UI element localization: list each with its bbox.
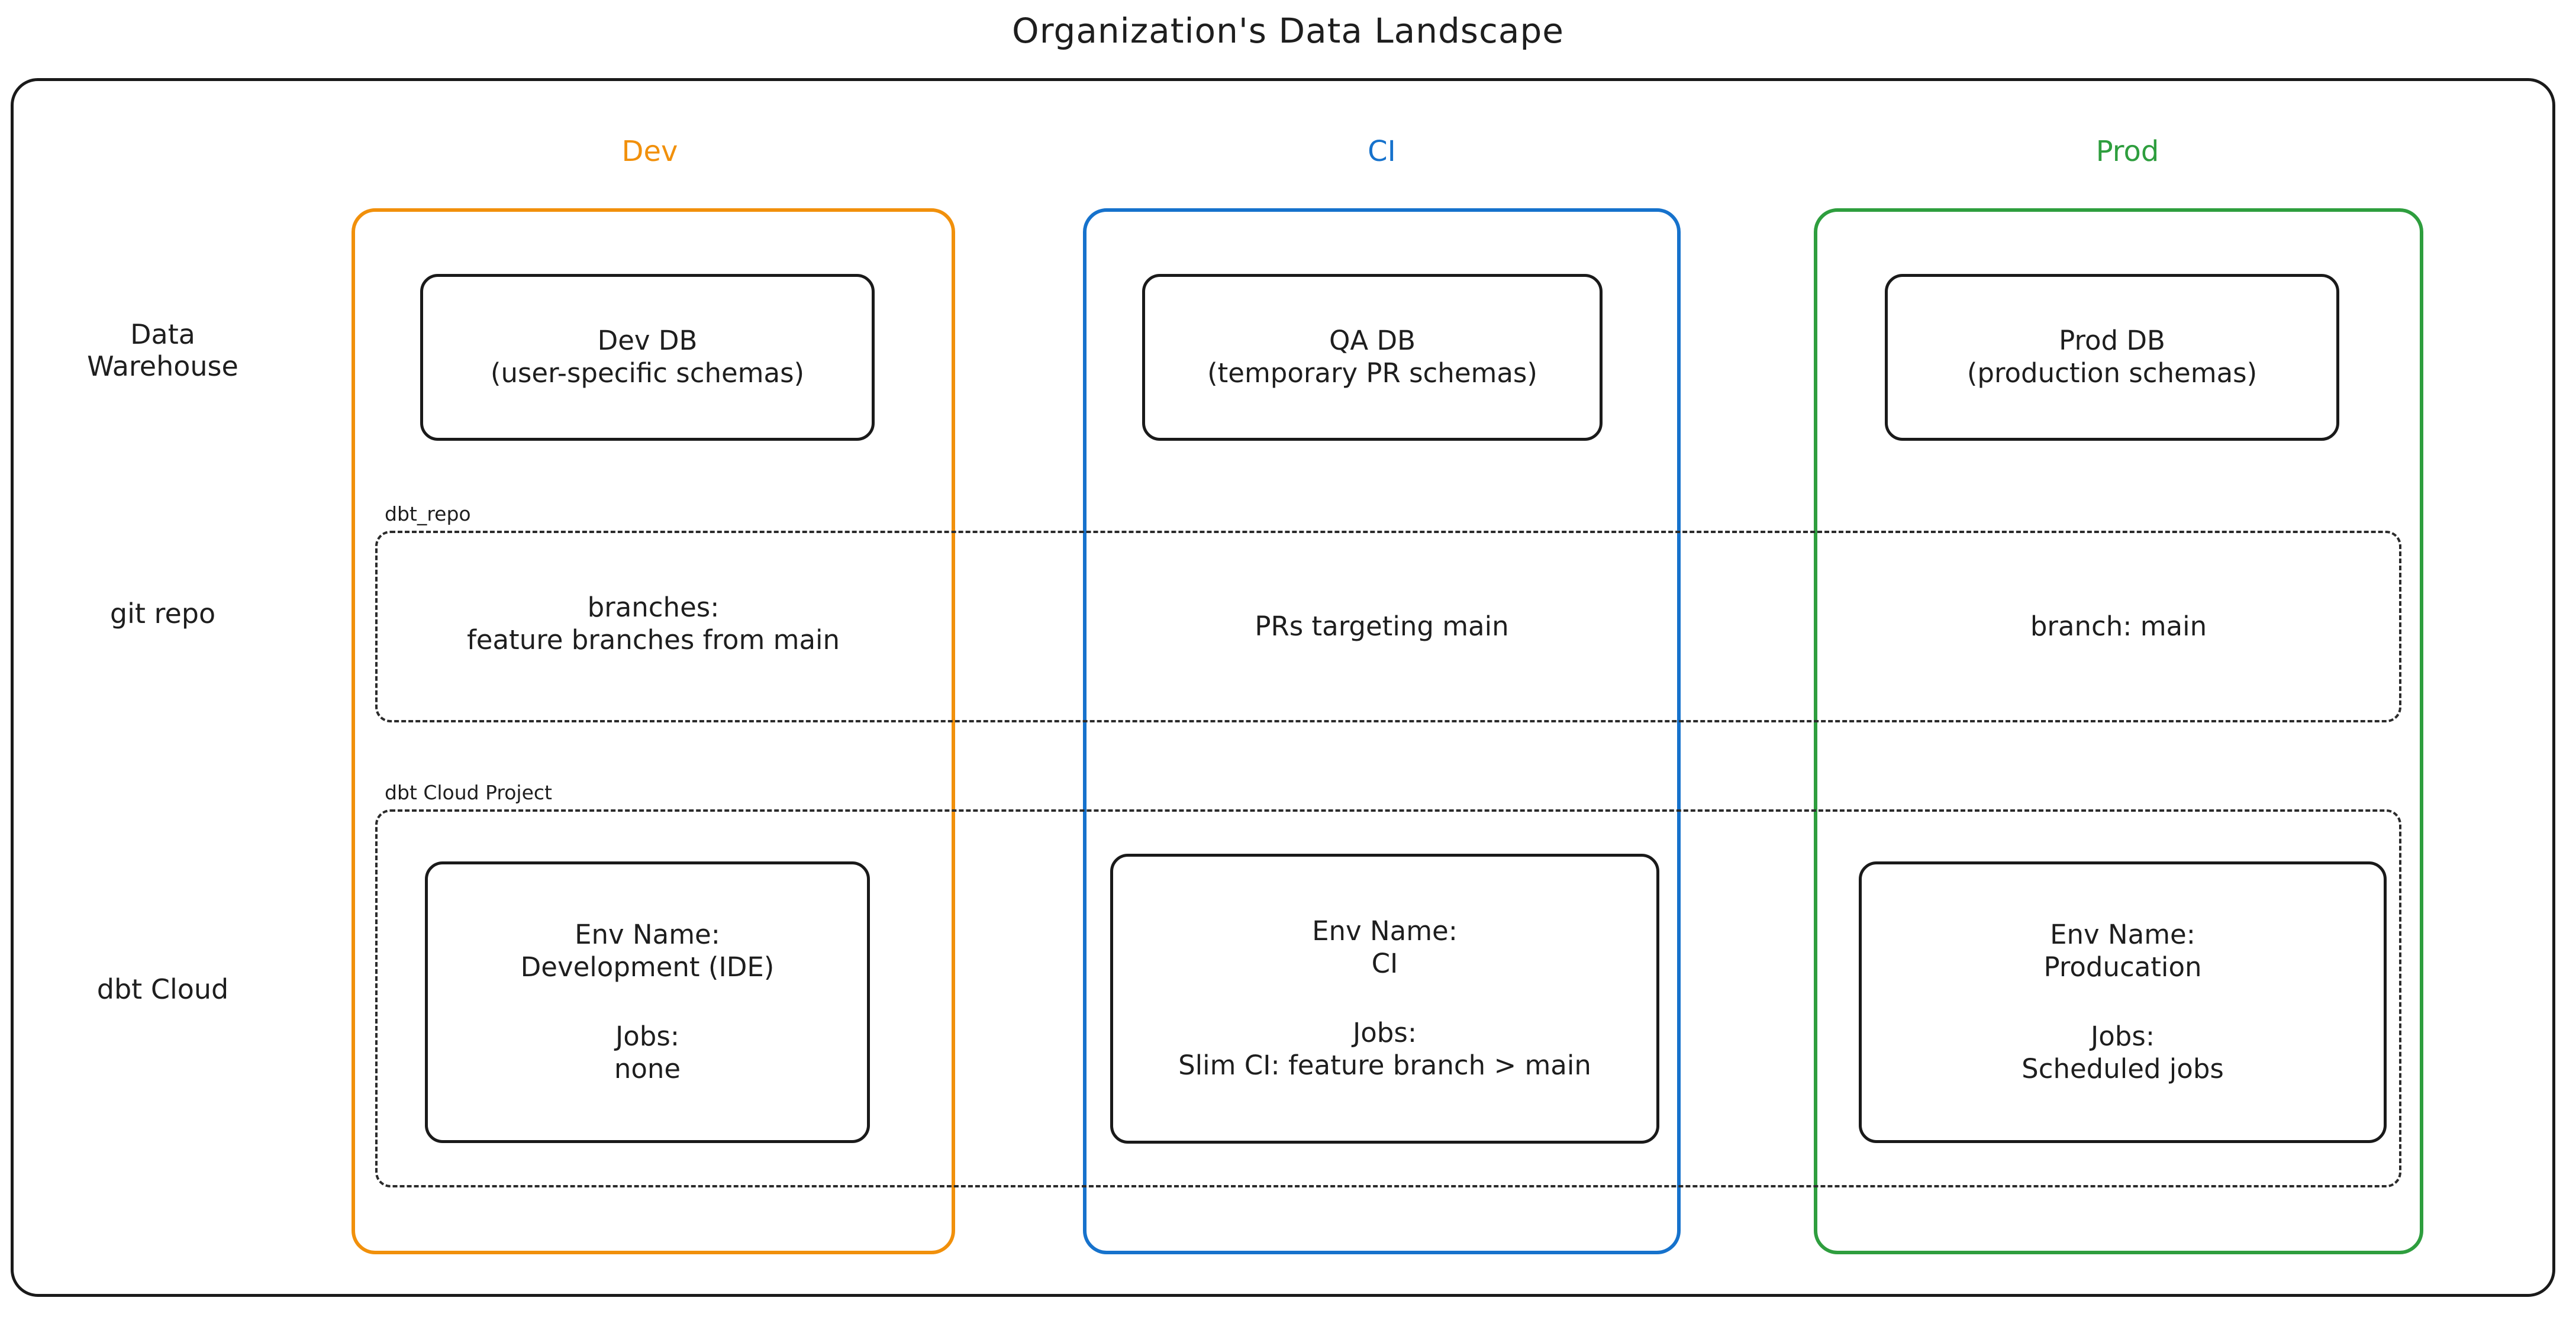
node-prod-db-subtitle: (production schemas) (1966, 357, 2258, 389)
node-dbt-env-dev-env-label: Env Name: (575, 919, 720, 951)
row-label-dbt-cloud: dbt Cloud (96, 973, 229, 1005)
git-repo-dev-line2: feature branches from main (466, 624, 840, 656)
node-dbt-env-dev-env-value: Development (IDE) (520, 951, 775, 983)
git-repo-prod-text: branch: main (1823, 611, 2414, 643)
node-dbt-env-prod-jobs-value: Scheduled jobs (2022, 1053, 2224, 1084)
environment-column-ci (1083, 208, 1681, 1254)
git-repo-prod-line1: branch: main (2030, 611, 2207, 642)
node-dev-db-title: Dev DB (597, 325, 698, 357)
row-label-data-warehouse-line2: Warehouse (87, 350, 238, 383)
node-dbt-env-ci-env-label: Env Name: (1312, 915, 1458, 947)
environment-column-prod (1814, 208, 2423, 1254)
node-qa-db-title: QA DB (1329, 325, 1416, 357)
node-dbt-env-dev-jobs-label: Jobs: (615, 1021, 679, 1052)
row-label-git-repo: git repo (109, 598, 216, 630)
column-header-dev: Dev (621, 135, 678, 168)
row-label-data-warehouse-line1: Data (130, 318, 195, 350)
git-repo-dev-line1: branches: (587, 592, 720, 623)
node-dbt-env-ci: Env Name: CI Jobs: Slim CI: feature bran… (1110, 854, 1659, 1144)
node-dev-db-subtitle: (user-specific schemas) (490, 357, 805, 389)
node-prod-db: Prod DB (production schemas) (1885, 274, 2339, 441)
node-qa-db-subtitle: (temporary PR schemas) (1207, 357, 1537, 389)
column-header-prod: Prod (2095, 135, 2159, 168)
group-dbt-repo: dbt_repo (375, 502, 2401, 722)
row-label-data-warehouse: Data Warehouse (24, 318, 302, 383)
node-prod-db-title: Prod DB (2059, 325, 2165, 357)
git-repo-dev-text: branches: feature branches from main (363, 592, 943, 657)
node-dbt-env-dev: Env Name: Development (IDE) Jobs: none (425, 861, 870, 1143)
column-header-ci: CI (1368, 135, 1396, 168)
node-dbt-env-dev-jobs-value: none (614, 1053, 681, 1084)
node-dbt-env-prod-env-value: Producation (2043, 951, 2202, 983)
diagram-outer-frame (11, 78, 2555, 1297)
group-dbt-repo-label: dbt_repo (385, 502, 471, 525)
node-dbt-env-prod-env-label: Env Name: (2050, 919, 2195, 951)
node-dev-db: Dev DB (user-specific schemas) (420, 274, 875, 441)
git-repo-ci-text: PRs targeting main (1089, 611, 1675, 643)
node-dbt-env-ci-jobs-label: Jobs: (1353, 1017, 1417, 1048)
group-dbt-cloud-project-label: dbt Cloud Project (385, 781, 552, 804)
node-dbt-env-prod-jobs-label: Jobs: (2091, 1021, 2155, 1052)
node-dbt-env-ci-jobs-value: Slim CI: feature branch > main (1178, 1049, 1591, 1081)
environment-column-dev (352, 208, 955, 1254)
node-qa-db: QA DB (temporary PR schemas) (1142, 274, 1603, 441)
node-dbt-env-prod: Env Name: Producation Jobs: Scheduled jo… (1859, 861, 2387, 1143)
git-repo-ci-line1: PRs targeting main (1255, 611, 1509, 642)
page-title: Organization's Data Landscape (1012, 11, 1564, 51)
node-dbt-env-ci-env-value: CI (1371, 948, 1398, 980)
group-dbt-cloud-project: dbt Cloud Project (375, 781, 2401, 1187)
